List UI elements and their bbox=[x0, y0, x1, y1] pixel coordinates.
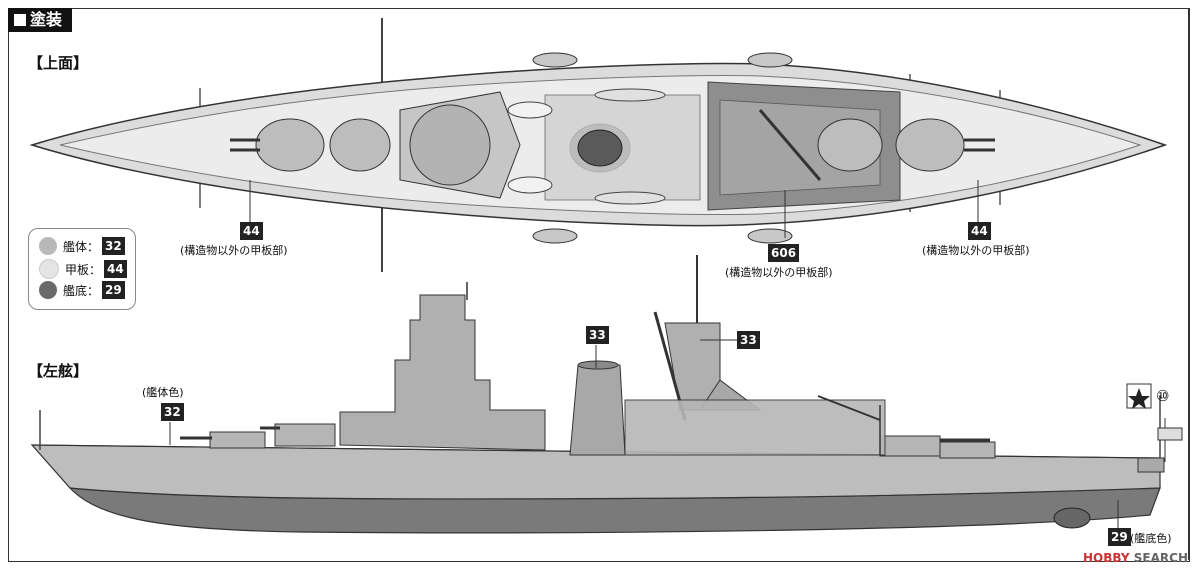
callout-hull-text: (艦体色) bbox=[142, 386, 184, 399]
callout-top-left-text: (構造物以外の甲板部) bbox=[180, 244, 288, 257]
section-title: 塗装 bbox=[30, 10, 63, 29]
callout-top-right: 44 bbox=[968, 222, 991, 240]
top-view-label: 【上面】 bbox=[28, 54, 89, 72]
callout-top-right-text: (構造物以外の甲板部) bbox=[922, 244, 1030, 257]
legend-label: 甲板： bbox=[65, 262, 102, 277]
callout-hull: 32 bbox=[161, 403, 184, 421]
callout-top-center: 606 bbox=[768, 244, 800, 262]
callout-funnel: 33 bbox=[586, 326, 609, 344]
callout-top-left: 44 bbox=[240, 222, 263, 240]
color-number-badge: 29 bbox=[102, 281, 125, 299]
color-number-badge: 44 bbox=[968, 222, 991, 240]
callout-top-center-text: (構造物以外の甲板部) bbox=[725, 266, 833, 279]
top-view-ship bbox=[29, 18, 1168, 272]
legend-item-bottom: 艦底： 29 bbox=[39, 281, 125, 299]
color-legend: 艦体： 32 甲板： 44 艦底： 29 bbox=[28, 228, 136, 310]
side-view-ship bbox=[30, 255, 1183, 534]
swatch-bottom bbox=[39, 281, 57, 299]
callout-bottom-text: (艦底色) bbox=[1130, 532, 1172, 545]
color-number-badge: 29 bbox=[1108, 528, 1131, 546]
color-number-badge: 32 bbox=[102, 237, 125, 255]
callout-mast: 33 bbox=[737, 331, 760, 349]
color-number-badge: 44 bbox=[240, 222, 263, 240]
color-number-badge: 32 bbox=[161, 403, 184, 421]
section-header: 塗装 bbox=[8, 8, 73, 32]
callout-flag-part-number: ⑩ bbox=[1156, 387, 1170, 405]
side-view-label: 【左舷】 bbox=[28, 362, 89, 380]
legend-item-deck: 甲板： 44 bbox=[39, 259, 127, 279]
instruction-frame bbox=[8, 8, 1190, 562]
swatch-hull bbox=[39, 237, 57, 255]
legend-item-hull: 艦体： 32 bbox=[39, 237, 125, 255]
callout-bottom: 29 bbox=[1108, 528, 1131, 546]
color-number-badge: 44 bbox=[104, 260, 127, 278]
color-number-badge: 606 bbox=[768, 244, 800, 262]
swatch-deck bbox=[39, 259, 59, 279]
legend-label: 艦底： bbox=[63, 283, 100, 298]
watermark: HOBBY SEARCH bbox=[1083, 551, 1188, 565]
color-number-badge: 33 bbox=[586, 326, 609, 344]
watermark-brand: HOBBY bbox=[1083, 551, 1130, 565]
color-number-badge: 33 bbox=[737, 331, 760, 349]
adjacent-page-edge bbox=[1188, 8, 1200, 560]
watermark-suffix: SEARCH bbox=[1133, 551, 1188, 565]
legend-label: 艦体： bbox=[63, 239, 100, 254]
